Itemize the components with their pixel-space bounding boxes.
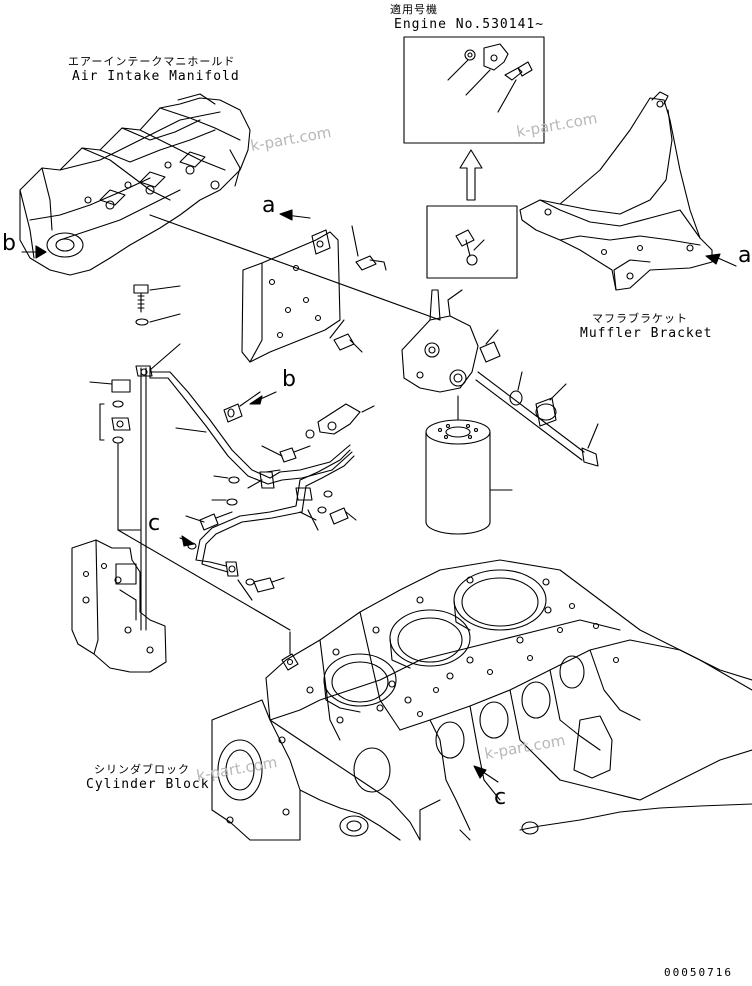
callout-arrows — [21, 209, 499, 783]
callout-b-pipe: b — [282, 367, 296, 392]
engine-number-label: Engine No.530141~ — [394, 17, 545, 32]
drawing-number: 00050716 — [664, 966, 733, 979]
left-hardware — [89, 284, 181, 631]
inset-box-top — [403, 36, 545, 144]
muffler-bracket — [519, 91, 737, 291]
filter-fittings — [475, 371, 599, 467]
cylinder-label-en: Cylinder Block — [86, 777, 210, 792]
oil-pipes — [149, 365, 375, 601]
callout-c-block: c — [494, 785, 507, 810]
callout-a-muffler: a — [738, 243, 752, 268]
oil-filter — [425, 395, 513, 535]
air-intake-label-en: Air Intake Manifold — [72, 69, 240, 84]
lower-bracket — [71, 529, 291, 673]
muffler-label-en: Muffler Bracket — [580, 326, 713, 341]
cylinder-label-jp: シリンダブロック — [94, 763, 190, 776]
callout-b-manifold: b — [2, 231, 16, 256]
air-intake-label-jp: エアーインテークマニホールド — [68, 55, 236, 68]
callout-c-pipe: c — [148, 511, 161, 536]
muffler-label-jp: マフラブラケット — [592, 312, 688, 325]
cylinder-block — [211, 559, 752, 841]
mounting-plate — [241, 225, 387, 363]
filter-head — [401, 289, 501, 393]
air-intake-manifold — [19, 93, 251, 276]
callout-a-manifold: a — [262, 193, 276, 218]
inset-link-arrow — [459, 149, 483, 201]
inset-box-middle — [426, 205, 518, 279]
applicable-label-jp: 適用号機 — [390, 3, 438, 16]
assembly-line — [149, 214, 441, 321]
